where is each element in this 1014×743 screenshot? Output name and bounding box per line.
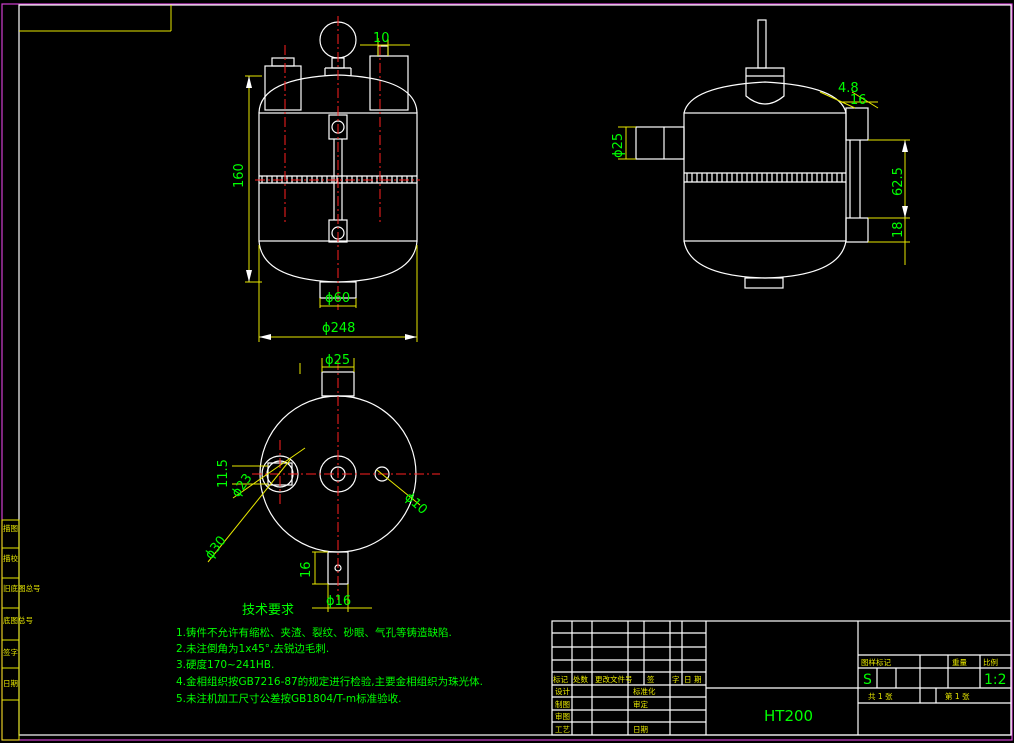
dim-side-18: 18 — [891, 221, 906, 238]
tb-weight-label: 重量 — [952, 658, 967, 667]
notes-title: 技术要求 — [242, 603, 294, 618]
dim-height: 160 — [232, 163, 247, 188]
note-item: 4.金相组织按GB7216-87的规定进行检验,主要金相组织为珠光体. — [176, 675, 483, 688]
dim-side-4-8: 4.8 — [838, 81, 859, 96]
dim-side-16: 16 — [850, 93, 867, 108]
tb-stage-label: 图样标记 — [861, 657, 891, 667]
dim-plan-11-5: 11.5 — [216, 459, 231, 488]
side-label: 描图 — [3, 523, 18, 533]
plan-view: ϕ25 11.5 ϕ23 ϕ30 ϕ10 16 ϕ16 — [202, 353, 440, 612]
tb-process: 工艺 — [555, 725, 570, 734]
side-label: 日期 — [3, 679, 18, 688]
dim-neck-dia: ϕ60 — [325, 291, 350, 306]
drawing-frame — [1, 3, 1013, 741]
tb-header: 期 — [694, 675, 702, 684]
side-label-strip: 描图 描校 旧底图总号 底图总号 签字 日期 — [1, 519, 41, 741]
note-item: 1.铸件不允许有缩松、夹渣、裂纹、砂眼、气孔等铸造缺陷. — [176, 626, 452, 639]
tb-scale-label: 比例 — [983, 657, 998, 667]
side-view: 4.8 16 ϕ25 62.5 18 — [611, 19, 910, 289]
tb-sheet-total: 共 1 张 — [868, 692, 893, 701]
side-label: 旧底图总号 — [3, 583, 41, 593]
note-item: 3.硬度170~241HB. — [176, 658, 274, 671]
tb-standardize: 标准化 — [633, 686, 656, 696]
tb-header: 签 — [647, 674, 655, 684]
dim-plan-30: ϕ30 — [202, 533, 229, 562]
note-item: 5.未注机加工尺寸公差按GB1804/T-m标准验收. — [176, 692, 401, 705]
dim-side-left-dia: ϕ25 — [611, 133, 626, 158]
tb-scale-value: 1:2 — [984, 672, 1007, 688]
side-label: 描校 — [3, 553, 18, 563]
tb-header: 标记 — [553, 674, 568, 684]
dim-side-62-5: 62.5 — [891, 167, 906, 196]
tb-design: 设计 — [555, 686, 570, 696]
knurl-band — [686, 173, 843, 182]
tb-material: HT200 — [764, 707, 813, 725]
note-item: 2.未注倒角为1x45°,去锐边毛刺. — [176, 642, 329, 655]
tb-header: 字 — [672, 674, 680, 684]
dim-plan-23: ϕ23 — [229, 471, 256, 500]
tb-header: 处数 — [573, 674, 588, 684]
dim-body-dia: ϕ248 — [322, 321, 355, 336]
tb-stage-value: S — [863, 672, 872, 688]
side-label: 底图总号 — [3, 615, 33, 625]
tb-header: 日 — [684, 675, 692, 684]
tb-header: 更改文件号 — [595, 674, 633, 684]
title-block: 标记 处数 更改文件号 签 字 日 期 设计 制图 审图 工艺 标准化 审定 日… — [551, 620, 1012, 736]
tb-sheet-num: 第 1 张 — [945, 691, 970, 701]
technical-notes: 技术要求 1.铸件不允许有缩松、夹渣、裂纹、砂眼、气孔等铸造缺陷. 2.未注倒角… — [176, 603, 483, 705]
dim-plan-16-dia: ϕ16 — [326, 594, 351, 609]
tb-date: 日期 — [633, 725, 648, 734]
side-label: 签字 — [3, 647, 18, 657]
tb-check: 审定 — [633, 699, 648, 709]
tb-review: 审图 — [555, 711, 570, 721]
tb-drafting: 制图 — [555, 699, 570, 709]
front-view: 160 10 ϕ60 ϕ248 — [232, 16, 420, 342]
dim-plan-16-h: 16 — [299, 561, 314, 578]
dim-top-gap: 10 — [373, 31, 390, 46]
dim-plan-outlet: ϕ25 — [325, 353, 350, 368]
